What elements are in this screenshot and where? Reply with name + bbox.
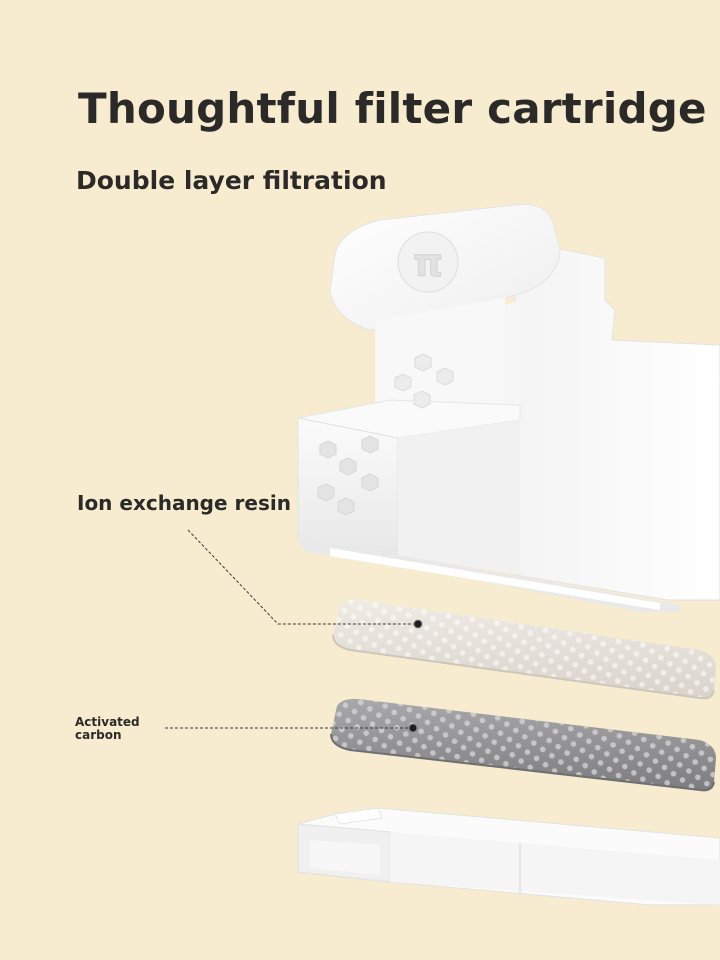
resin-leader-line — [187, 529, 423, 629]
resin-layer — [332, 599, 716, 700]
cartridge-bottom-tray — [297, 807, 720, 906]
pi-logo-glyph: π — [413, 241, 443, 285]
label-activated-carbon: Activated carbon — [75, 716, 185, 742]
carbon-leader-line — [165, 723, 418, 733]
pi-logo-icon: π — [397, 231, 459, 293]
label-activated-carbon-line2: carbon — [75, 728, 122, 742]
cartridge-upper-housing — [297, 203, 720, 612]
label-ion-exchange-resin: Ion exchange resin — [77, 491, 291, 515]
page-title: Thoughtful filter cartridge — [78, 84, 707, 133]
page-subtitle: Double layer filtration — [76, 166, 387, 195]
label-activated-carbon-line1: Activated — [75, 715, 140, 729]
carbon-layer — [330, 698, 716, 792]
